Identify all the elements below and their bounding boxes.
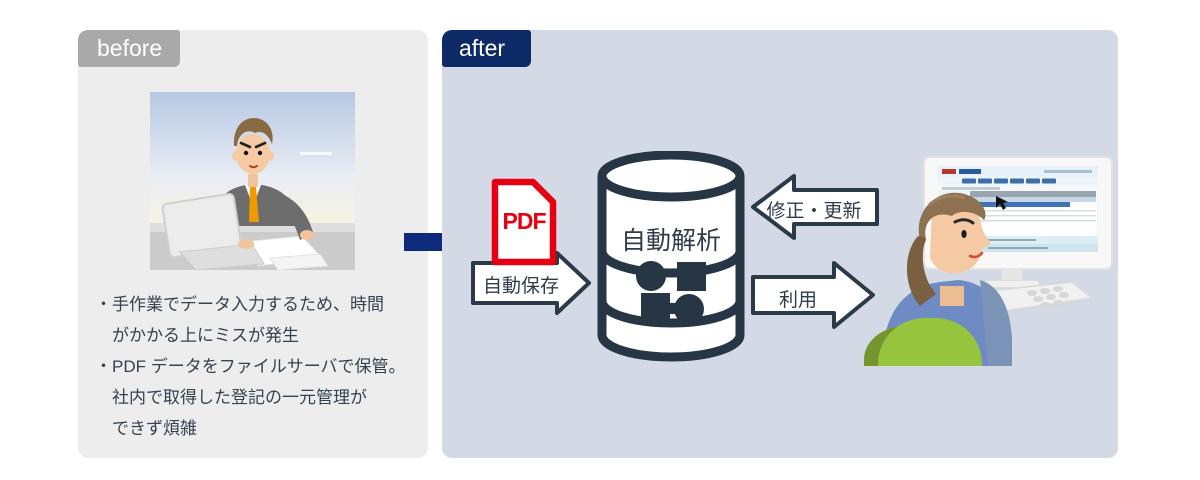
before-tag-label: before	[97, 35, 163, 61]
bullet-line: 社内で取得した登記の一元管理が	[112, 388, 367, 407]
database-label: 自動解析	[620, 227, 721, 255]
pdf-file-icon	[491, 178, 557, 266]
before-tag: before	[78, 30, 180, 67]
pdf-icon-label: PDF	[502, 208, 547, 234]
fix-update-arrow-label: 修正・更新	[766, 201, 862, 222]
database-cylinder-icon	[597, 151, 745, 362]
bullet-line: がかかる上にミスが発生	[112, 326, 299, 345]
fix-update-arrow-icon	[751, 174, 879, 240]
use-arrow-label: 利用	[778, 290, 817, 311]
after-tag-label: after	[459, 35, 506, 61]
bullet-line: ・PDF データをファイルサーバで保管。	[95, 357, 406, 376]
bullet-line: できず煩雑	[112, 419, 197, 438]
after-tag: after	[442, 30, 531, 67]
before-bullet-text: ・手作業でデータ入力するため、時間 がかかる上にミスが発生 ・PDF データをフ…	[95, 289, 420, 444]
bullet-line: ・手作業でデータ入力するため、時間	[95, 295, 384, 314]
worker-at-laptop-illustration	[150, 92, 355, 270]
autosave-arrow-icon	[471, 251, 591, 315]
monitor-stand-neck	[1002, 268, 1022, 282]
autosave-arrow-label: 自動保存	[482, 276, 559, 297]
worker-at-laptop-icon	[150, 92, 355, 270]
cursor-icon	[996, 196, 1008, 210]
data-shapes-icon	[636, 261, 706, 324]
use-arrow-icon	[751, 261, 875, 329]
